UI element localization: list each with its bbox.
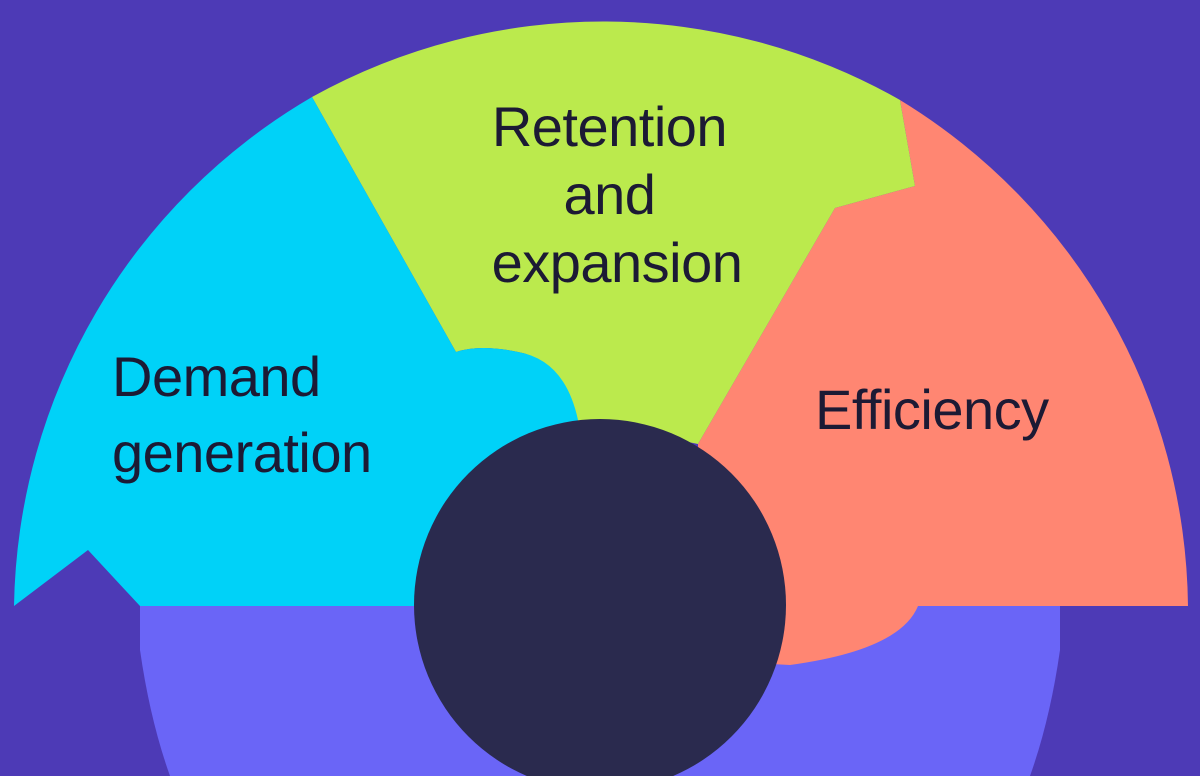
label-line: expansion (492, 231, 743, 294)
label-line: and (564, 163, 656, 226)
label-line: Demand (112, 345, 321, 408)
label-efficiency: Efficiency (815, 378, 1049, 441)
segment-retention-and-expansion (312, 21, 915, 445)
label-line: Efficiency (815, 378, 1049, 441)
label-retention-and-expansion: Retention and expansion (492, 95, 743, 294)
label-demand-generation: Demand generation (112, 345, 372, 484)
label-line: generation (112, 421, 372, 484)
label-line: Retention (492, 95, 727, 158)
segment-efficiency (698, 100, 1188, 665)
center-hub (414, 419, 786, 776)
segment-demand-generation (14, 97, 578, 606)
